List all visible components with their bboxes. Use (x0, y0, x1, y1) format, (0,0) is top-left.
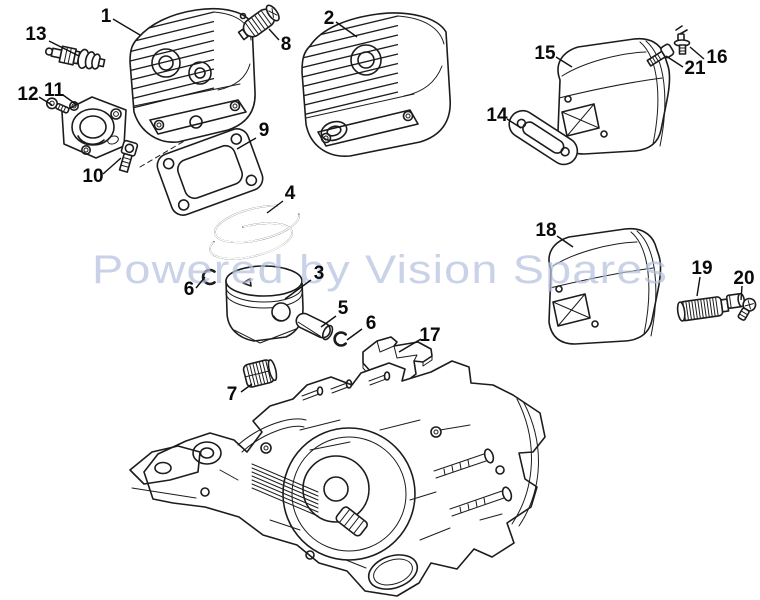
leader-line (556, 235, 574, 248)
leader-line (740, 285, 743, 301)
part-label-14: 14 (486, 105, 508, 126)
leader-line (266, 200, 284, 214)
piston-rings-part-4 (209, 204, 300, 260)
part-label-3: 3 (314, 263, 325, 284)
part-label-2: 2 (324, 8, 335, 29)
part-label-20: 20 (733, 268, 754, 289)
part-label-21: 21 (684, 58, 706, 79)
part-label-12: 12 (17, 84, 38, 105)
leader-line (38, 96, 53, 106)
needle-bearing-part-7 (242, 359, 278, 388)
leader-line (268, 28, 280, 41)
muffler-bolt-part-21 (646, 43, 675, 67)
spline-screw-part-19 (676, 292, 746, 322)
part-label-19: 19 (691, 258, 712, 279)
leader-line (506, 118, 522, 129)
cylinder-gasket-part-9 (156, 128, 264, 216)
part-label-8: 8 (281, 34, 292, 55)
leader-line (236, 137, 257, 150)
part-label-4: 4 (285, 183, 296, 204)
leader-line (696, 276, 701, 297)
leader-line (555, 56, 573, 68)
part-label-13: 13 (25, 24, 46, 45)
part-label-9: 9 (259, 120, 270, 141)
part-label-5: 5 (338, 298, 349, 319)
screw-part-20 (737, 297, 757, 321)
cylinder-part-2 (301, 12, 451, 157)
part-label-6: 6 (184, 279, 195, 300)
muffler-part-15 (557, 37, 671, 155)
cylinder-part-1 (129, 7, 256, 143)
part-label-11: 11 (44, 80, 65, 101)
leader-line (398, 338, 422, 353)
leader-line (112, 18, 141, 36)
leader-line (62, 94, 78, 106)
screw-part-16 (673, 25, 691, 55)
leader-line (102, 157, 122, 175)
decompression-plug-part-8 (237, 4, 280, 41)
part-label-17: 17 (419, 325, 440, 346)
part-label-18: 18 (535, 220, 556, 241)
part-label-7: 7 (227, 384, 238, 405)
intake-flange-part-11 (61, 96, 127, 159)
leader-line (320, 315, 337, 328)
leader-line (335, 21, 358, 38)
part-label-15: 15 (534, 43, 556, 64)
cylinder-screw-part-10 (118, 139, 139, 173)
wrist-pin-part-5 (295, 312, 334, 341)
circlip-part-6-right (333, 331, 347, 347)
exhaust-gasket-part-14 (508, 109, 579, 166)
leader-line (284, 279, 312, 300)
watermark: Powered by Vision Spares (92, 248, 668, 292)
part-label-16: 16 (706, 47, 727, 68)
leader-line (665, 55, 684, 68)
flange-screw-part-12 (45, 97, 70, 114)
leader-line (689, 46, 705, 60)
leader-line (346, 328, 363, 341)
leader-line (195, 276, 206, 289)
spark-plug-part-13 (44, 45, 106, 70)
part-label-6: 6 (366, 313, 377, 334)
leader-line (48, 40, 80, 57)
piston-part-3 (225, 265, 304, 344)
part-label-1: 1 (101, 6, 112, 27)
crankcase-assembly (129, 360, 546, 597)
assembly-dashed-line (139, 139, 187, 168)
leader-line (240, 383, 253, 393)
part-label-10: 10 (82, 166, 103, 187)
circlip-part-6-left (201, 268, 216, 286)
